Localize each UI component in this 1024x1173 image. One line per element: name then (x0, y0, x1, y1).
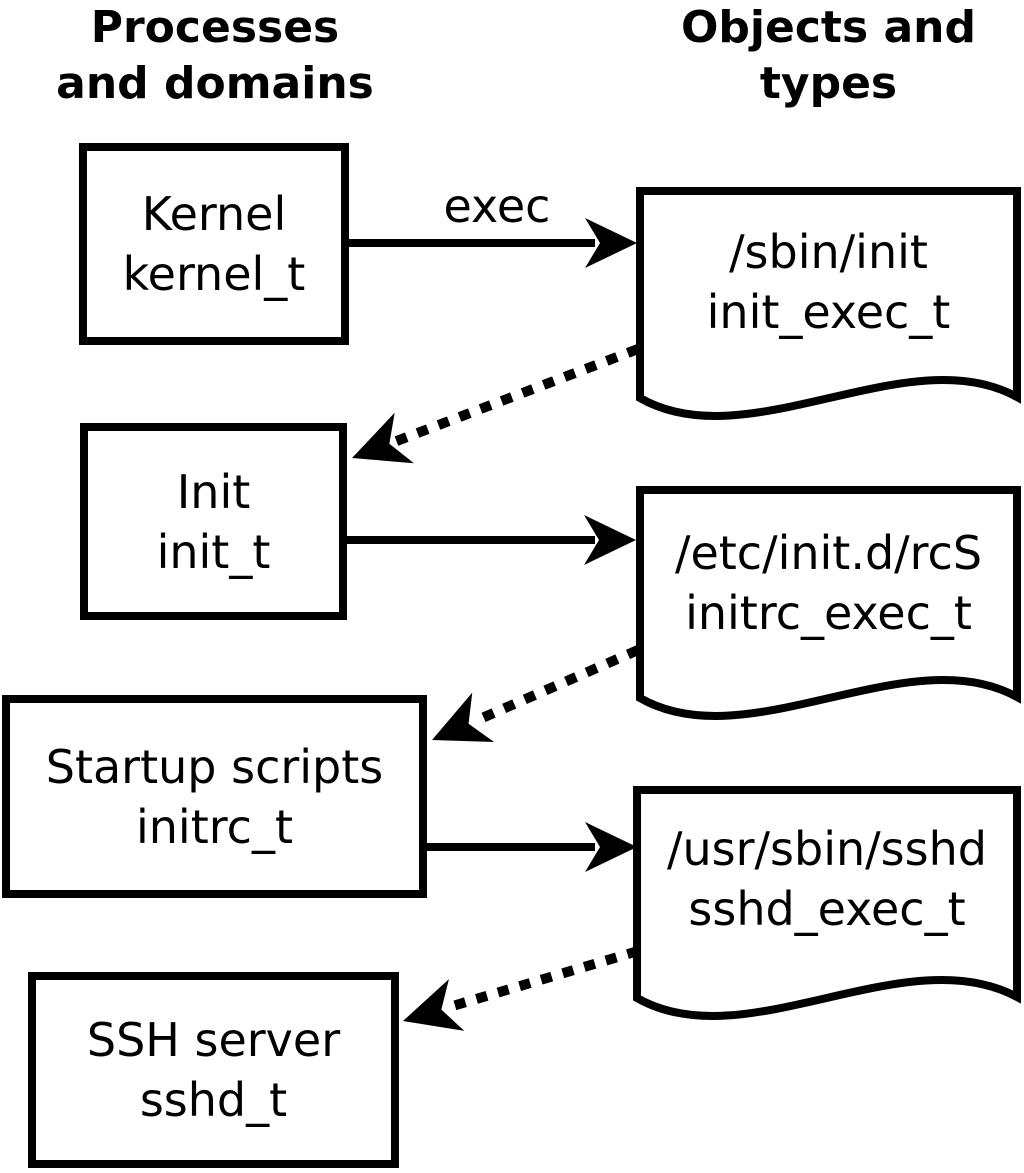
process-domain: init_t (156, 524, 271, 579)
header-right-line2: types (759, 58, 898, 109)
header-objects-and-types: Objects and types (637, 0, 1020, 112)
process-label: Kernel (141, 187, 287, 241)
object-type: init_exec_t (706, 284, 951, 339)
process-domain: sshd_t (139, 1073, 288, 1127)
process-label: Startup scripts (45, 739, 384, 794)
header-left-line2: and domains (56, 58, 374, 109)
header-right-line1: Objects and (681, 2, 976, 53)
document-shape-usr-sbin-sshd (633, 786, 1021, 1020)
process-box-kernel: Kernel kernel_t (79, 143, 349, 345)
document-shape-etc-initd-rcs (636, 486, 1021, 720)
header-processes-and-domains: Processes and domains (25, 0, 405, 112)
object-path: /sbin/init (729, 224, 928, 279)
process-domain: initrc_t (136, 799, 293, 854)
document-shape-sbin-init (636, 187, 1021, 420)
process-box-ssh-server: SSH server sshd_t (28, 972, 399, 1168)
process-label: SSH server (86, 1013, 341, 1067)
object-type: initrc_exec_t (685, 586, 972, 640)
edge-label-exec: exec (417, 183, 577, 229)
process-box-init: Init init_t (80, 423, 347, 620)
header-left-line1: Processes (90, 2, 340, 53)
process-box-startup-scripts: Startup scripts initrc_t (2, 695, 427, 898)
process-domain: kernel_t (122, 247, 306, 301)
process-label: Init (176, 464, 251, 519)
object-path: /etc/init.d/rcS (674, 526, 983, 580)
edge-label-text: exec (443, 179, 551, 233)
object-path: /usr/sbin/sshd (667, 822, 987, 876)
object-doc-usr-sbin-sshd: /usr/sbin/sshd sshd_exec_t (637, 793, 1017, 965)
object-doc-etc-initd-rcs: /etc/init.d/rcS initrc_exec_t (640, 493, 1017, 673)
object-doc-sbin-init: /sbin/init init_exec_t (640, 194, 1017, 369)
object-type: sshd_exec_t (688, 882, 966, 936)
